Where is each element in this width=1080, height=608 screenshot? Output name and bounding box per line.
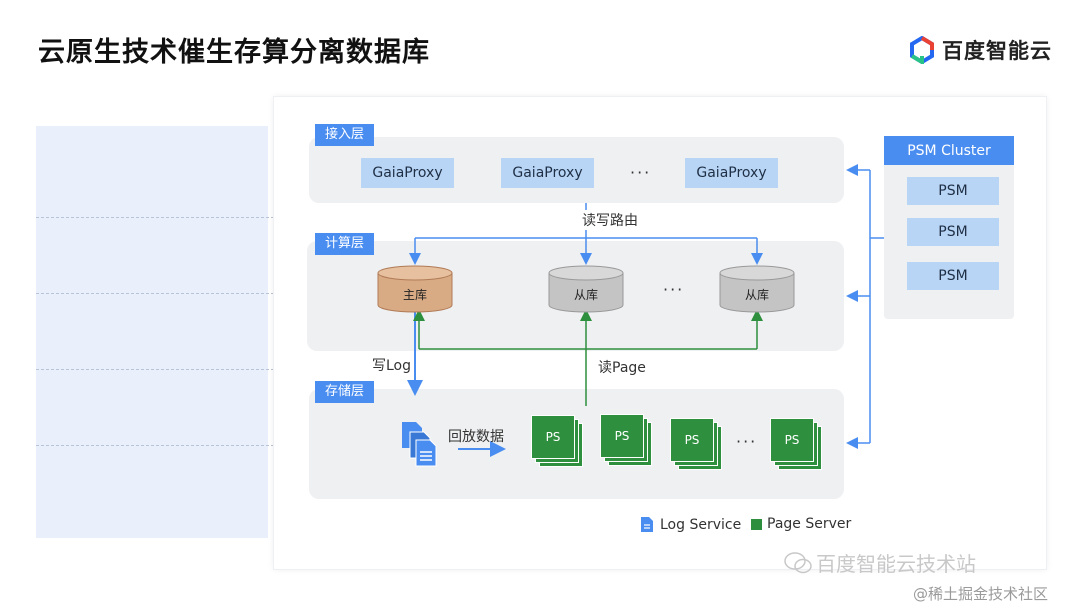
access-ellipsis: ···	[630, 163, 652, 182]
replica-db: 从库	[719, 265, 795, 313]
database-cylinder-icon	[548, 265, 624, 313]
storage-ellipsis: ···	[736, 432, 758, 451]
page-server-stack: PS	[531, 415, 587, 471]
document-icon	[641, 517, 653, 532]
psm-cluster-title: PSM Cluster	[884, 136, 1014, 165]
gaia-proxy-node: GaiaProxy	[361, 158, 454, 188]
write-log-label: 写Log	[372, 358, 412, 374]
database-cylinder-icon	[377, 265, 453, 313]
page-server-label: PS	[770, 418, 814, 462]
wechat-icon	[784, 551, 812, 573]
brand-name: 百度智能云	[942, 39, 1052, 63]
access-layer-tag: 接入层	[315, 124, 375, 146]
legend-log-service: Log Service	[640, 516, 741, 533]
legend-page-server-label: Page Server	[767, 516, 852, 532]
read-page-label: 读Page	[598, 360, 646, 376]
replay-label: 回放数据	[448, 429, 504, 445]
page-server-label: PS	[531, 415, 575, 459]
psm-node: PSM	[907, 177, 999, 205]
page-server-stack: PS	[600, 414, 656, 470]
brand-logo: 百度智能云	[908, 32, 1052, 68]
compute-layer-tag: 计算层	[315, 233, 375, 255]
page-title: 云原生技术催生存算分离数据库	[38, 37, 430, 68]
psm-node: PSM	[907, 262, 999, 290]
gaia-proxy-node: GaiaProxy	[685, 158, 778, 188]
juejin-watermark: @稀土掘金技术社区	[913, 585, 1049, 603]
gaia-proxy-node: GaiaProxy	[501, 158, 594, 188]
page-server-label: PS	[600, 414, 644, 458]
feature-panel	[36, 126, 268, 538]
wechat-watermark-text: 百度智能云技术站	[816, 552, 976, 576]
primary-db-label: 主库	[402, 287, 427, 302]
replica-db: 从库	[548, 265, 624, 313]
replica-db-label: 从库	[573, 287, 598, 302]
compute-ellipsis: ···	[663, 280, 685, 299]
baidu-cloud-logo-icon	[910, 36, 934, 64]
page-server-label: PS	[670, 418, 714, 462]
log-service-icon	[402, 422, 437, 467]
psm-node: PSM	[907, 218, 999, 246]
legend-page-server: Page Server	[751, 516, 851, 532]
wechat-watermark: 百度智能云技术站	[784, 548, 976, 577]
page-server-stack: PS	[770, 418, 826, 474]
database-cylinder-icon	[719, 265, 795, 313]
routing-label: 读写路由	[579, 210, 641, 230]
storage-layer-tag: 存储层	[315, 381, 375, 403]
primary-db: 主库	[377, 265, 453, 313]
replica-db-label: 从库	[744, 287, 769, 302]
green-square-icon	[751, 518, 762, 530]
legend-log-service-label: Log Service	[660, 516, 742, 533]
page-server-stack: PS	[670, 418, 726, 474]
